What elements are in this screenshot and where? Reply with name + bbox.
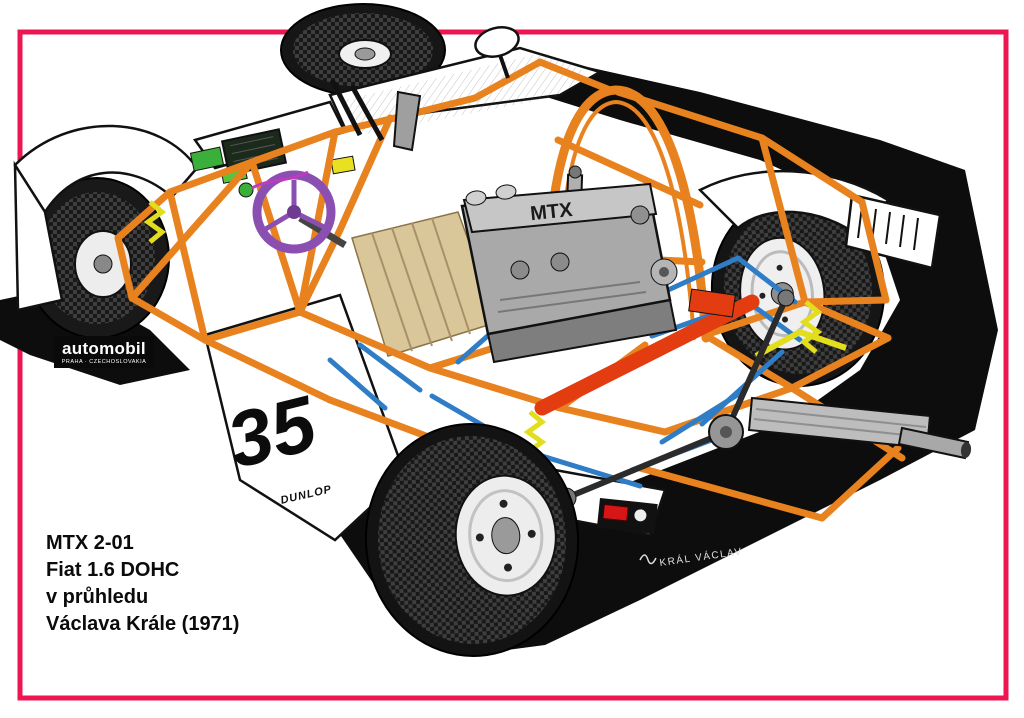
caption-line-3: v průhledu (46, 586, 149, 608)
reverse-light (634, 509, 647, 522)
engine-subframe (534, 288, 760, 416)
magazine-logo-subtitle: PRAHA · CZECHOSLOVAKIA (61, 359, 147, 365)
engine-label: MTX (529, 199, 574, 225)
taillight-lens (602, 503, 629, 522)
rear-left-tire (364, 423, 580, 657)
caption-line-2: Fiat 1.6 DOHC (46, 559, 180, 581)
wiring-harness (251, 170, 309, 190)
caption-line-1: MTX 2-01 (46, 532, 134, 554)
taillight-cluster (596, 497, 658, 534)
rear-vent-panel (844, 193, 942, 270)
steering-wheel (251, 170, 347, 254)
caption-block: MTX 2-01 Fiat 1.6 DOHC v průhledu Václav… (46, 530, 239, 638)
intake-scoop (474, 26, 520, 79)
magazine-logo-title: automobil (62, 339, 146, 358)
exhaust-muffler (747, 396, 972, 460)
engine-block: MTX (460, 182, 678, 364)
magazine-logo: automobil PRAHA · CZECHOSLOVAKIA (54, 336, 154, 368)
caption-line-4: Václava Krále (1971) (46, 613, 240, 635)
front-right-tire (280, 3, 446, 97)
front-upright (329, 78, 422, 152)
front-left-fender-lower (13, 160, 64, 312)
